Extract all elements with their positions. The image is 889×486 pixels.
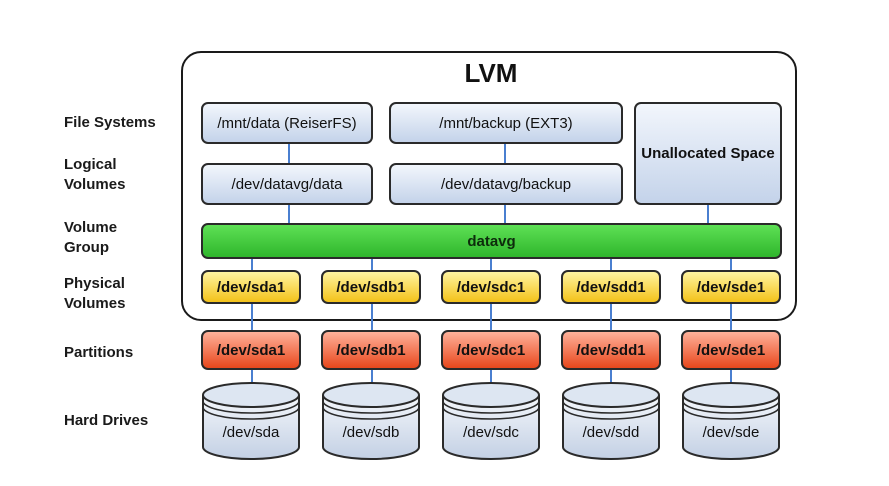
physical-volume: /dev/sda1	[201, 270, 301, 304]
hard-drive-label: /dev/sdc	[463, 424, 519, 441]
layer-label-line: Group	[64, 239, 109, 256]
logical-volume-backup: /dev/datavg/backup	[389, 163, 623, 205]
physical-volume: /dev/sdc1	[441, 270, 541, 304]
connector	[371, 258, 373, 390]
hard-drive: /dev/sdd	[561, 381, 661, 461]
disk-icon	[322, 382, 420, 460]
layer-label-line: Physical	[64, 275, 125, 292]
partition: /dev/sdd1	[561, 330, 661, 370]
layer-label-partitions: Partitions	[64, 343, 133, 363]
disk-icon	[202, 382, 300, 460]
connector	[251, 258, 253, 390]
partition: /dev/sde1	[681, 330, 781, 370]
hard-drive: /dev/sdc	[441, 381, 541, 461]
volume-group: datavg	[201, 223, 782, 259]
layer-label-line: Volumes	[64, 295, 126, 312]
hard-drive-label: /dev/sdd	[582, 424, 640, 441]
layer-label-hard-drives: Hard Drives	[64, 411, 148, 431]
connector	[610, 258, 612, 390]
disk-icon	[562, 382, 660, 460]
layer-label-line: Volumes	[64, 176, 126, 193]
connector	[288, 142, 290, 164]
connector	[707, 203, 709, 225]
layer-label-line: Partitions	[64, 344, 134, 361]
unallocated-space: Unallocated Space	[634, 102, 782, 205]
connector	[288, 203, 290, 225]
hard-drive: /dev/sdb	[321, 381, 421, 461]
partition: /dev/sda1	[201, 330, 301, 370]
connector	[490, 258, 492, 390]
hard-drive: /dev/sde	[681, 381, 781, 461]
physical-volume: /dev/sdb1	[321, 270, 421, 304]
layer-label-line: Hard Drives	[64, 412, 149, 429]
connector	[504, 203, 506, 225]
file-system-backup: /mnt/backup (EXT3)	[389, 102, 623, 144]
hard-drive-label: /dev/sda	[222, 424, 280, 441]
connector	[730, 258, 732, 390]
hard-drive: /dev/sda	[201, 381, 301, 461]
logical-volume-data: /dev/datavg/data	[201, 163, 373, 205]
partition: /dev/sdc1	[441, 330, 541, 370]
layer-label-line: File Systems	[64, 114, 156, 131]
disk-icon	[682, 382, 780, 460]
connector	[504, 142, 506, 164]
layer-label-file-systems: File Systems	[64, 113, 156, 133]
disk-icon	[442, 382, 540, 460]
layer-label-logical-volumes: Logical Volumes	[64, 155, 125, 195]
lvm-title: LVM	[464, 58, 518, 88]
partition: /dev/sdb1	[321, 330, 421, 370]
layer-label-volume-group: Volume Group	[64, 218, 117, 258]
layer-label-line: Logical	[64, 156, 117, 173]
physical-volume: /dev/sdd1	[561, 270, 661, 304]
layer-label-line: Volume	[64, 219, 118, 236]
hard-drive-label: /dev/sdb	[342, 424, 400, 441]
layer-label-physical-volumes: Physical Volumes	[64, 274, 125, 314]
hard-drive-label: /dev/sde	[702, 424, 760, 441]
file-system-data: /mnt/data (ReiserFS)	[201, 102, 373, 144]
physical-volume: /dev/sde1	[681, 270, 781, 304]
